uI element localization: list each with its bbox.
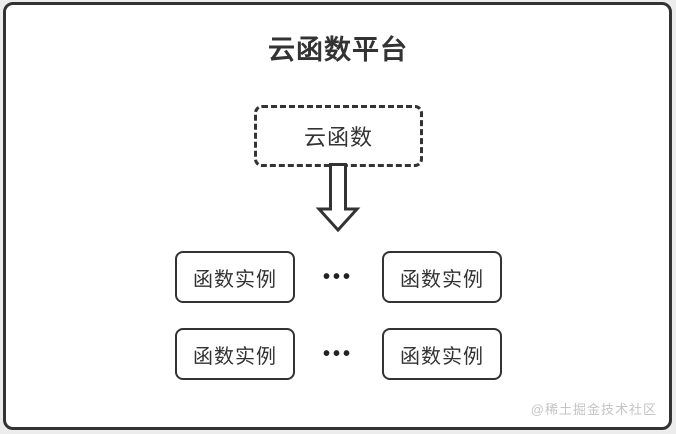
ellipsis-dots: •••	[322, 265, 353, 288]
function-instance-node: 函数实例	[382, 251, 502, 303]
ellipsis-dots: •••	[322, 342, 353, 365]
function-instance-node: 函数实例	[175, 251, 295, 303]
diagram-title: 云函数平台	[268, 35, 408, 65]
function-instance-node: 函数实例	[382, 328, 502, 380]
function-instance-node: 函数实例	[175, 328, 295, 380]
watermark-text: @稀土掘金技术社区	[530, 402, 657, 417]
down-arrow-icon	[315, 163, 361, 233]
cloud-function-node: 云函数	[254, 105, 423, 167]
